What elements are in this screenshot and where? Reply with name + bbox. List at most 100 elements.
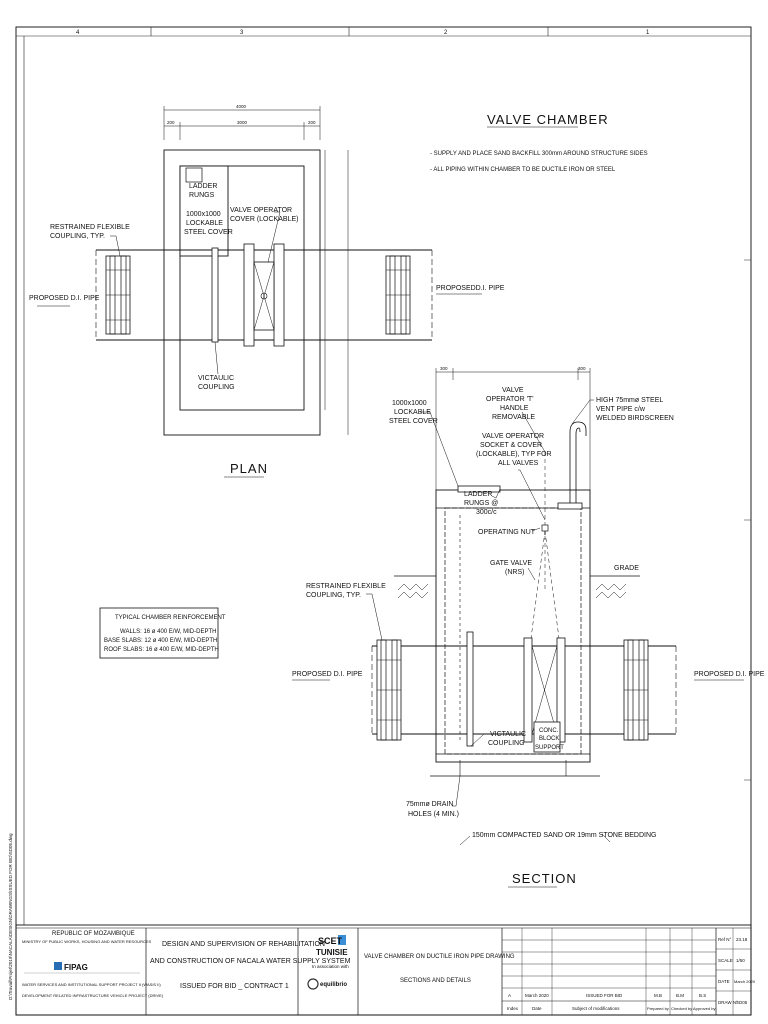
tb-rev-header: Approved by <box>693 1006 715 1011</box>
section-view <box>292 368 744 846</box>
tb-rev-index: A <box>508 993 511 998</box>
title-block <box>15 924 752 1016</box>
section-cover-label: STEEL COVER <box>389 418 438 425</box>
main-title: VALVE CHAMBER <box>487 112 609 127</box>
section-handle-label: OPERATOR 'T' <box>486 396 534 403</box>
plan-steel-cover <box>179 165 229 257</box>
section-gate-valve: GATE VALVE <box>490 560 532 567</box>
tb-right-key: DRAW N° <box>718 1000 738 1005</box>
tb-fipag-logo: FIPAG <box>64 963 88 972</box>
tb-rev-header: Subject of modifications <box>572 1006 620 1011</box>
tb-project-line: AND CONSTRUCTION OF NACALA WATER SUPPLY … <box>150 958 351 965</box>
reinforcement-row: ROOF SLABS: 16 ø 400 E/W, MID-DEPTH <box>104 647 219 653</box>
reinforcement-title: TYPICAL CHAMBER REINFORCEMENT <box>115 615 226 621</box>
plan-pipe-left: PROPOSED D.I. PIPE <box>29 295 100 302</box>
tb-rev-header: Index <box>507 1006 519 1011</box>
tb-consultant: In association with <box>312 964 349 969</box>
section-drain-label: HOLES (4 MIN.) <box>408 811 459 818</box>
section-outer-wall <box>435 489 591 763</box>
section-operating-nut: OPERATING NUT <box>478 529 536 536</box>
reinforcement-row: WALLS: 16 ø 400 E/W, MID-DEPTH <box>120 629 216 635</box>
section-dim-left: 300 <box>440 366 448 371</box>
section-pipe-left: PROPOSED D.I. PIPE <box>292 671 363 678</box>
tb-consultant: SCET <box>318 936 343 946</box>
section-grade: GRADE <box>614 565 639 572</box>
plan-dim-right: 200 <box>308 120 316 125</box>
section-cover-label: 1000x1000 <box>392 400 427 407</box>
tb-project-line: DESIGN AND SUPERVISION OF REHABILITATION <box>162 941 325 948</box>
section-block-label: SUPPORT <box>535 745 564 751</box>
plan-valve-cover-label: VALVE OPERATOR <box>230 207 292 214</box>
plan-pipe-right: PROPOSEDD.I. PIPE <box>436 285 505 292</box>
section-handle-label: REMOVABLE <box>492 414 535 421</box>
plan-inner-wall <box>179 165 305 411</box>
section-ladder-label: 300c/c <box>476 509 497 516</box>
tb-rev-approved: B.S <box>699 993 706 998</box>
plan-cover-label: STEEL COVER <box>184 229 233 236</box>
plan-ladder-label: LADDER <box>189 183 217 190</box>
tb-drawing-title: VALVE CHAMBER ON DUCTILE IRON PIPE DRAWI… <box>364 954 515 960</box>
section-handle-label: HANDLE <box>500 405 529 412</box>
section-drain-label: 75mmø DRAIN <box>406 801 453 808</box>
section-vent-label: VENT PIPE c/w <box>596 406 646 413</box>
plan-victaulic-label: VICTAULIC <box>198 375 234 382</box>
sheet-border <box>15 26 752 1016</box>
section-socket-label: ALL VALVES <box>498 460 539 467</box>
tb-rev-date: March 2020 <box>525 993 549 998</box>
section-socket-label: VALVE OPERATOR <box>482 433 544 440</box>
file-path: D:\Travail\Projet\2019\NACALA\DESIGN\DRA… <box>8 833 13 1000</box>
section-block-label: BLOCK <box>539 736 559 742</box>
tb-right-val: March 2020 <box>734 979 756 984</box>
plan-ladder-label: RUNGS <box>189 192 215 199</box>
plan-coupling-label: COUPLING, TYP. <box>50 233 105 240</box>
section-socket-label: (LOCKABLE), TYP FOR <box>476 451 552 458</box>
tb-rev-checked: B.M <box>676 993 684 998</box>
tb-right-val: 23.18 <box>736 937 748 942</box>
tb-rev-prepared: M.B <box>654 993 662 998</box>
section-coupling-label: RESTRAINED FLEXIBLE <box>306 583 386 590</box>
plan-dim-mid: 3000 <box>237 120 248 125</box>
section-vent-label: HIGH 75mmø STEEL <box>596 397 663 404</box>
border-col-label: 4 <box>76 30 80 36</box>
plan-dim-left: 200 <box>167 120 175 125</box>
border-col-label: 1 <box>646 30 650 36</box>
plan-title: PLAN <box>230 461 268 476</box>
border-col-label: 2 <box>444 30 448 36</box>
reinforcement-row: BASE SLABS: 12 ø 400 E/W, MID-DEPTH <box>104 638 217 644</box>
section-block-label: CONC. <box>539 728 559 734</box>
section-dim-right: 300 <box>578 366 586 371</box>
plan-dim-total: 4000 <box>236 104 247 109</box>
tb-org-line: REPUBLIC OF MOZAMBIQUE <box>52 931 135 937</box>
tb-rev-header: Checked by <box>671 1006 692 1011</box>
plan-valve-cover-label: COVER (LOCKABLE) <box>230 216 298 223</box>
tb-drawing-title: SECTIONS AND DETAILS <box>400 978 471 984</box>
tb-right-key: DATE <box>718 979 730 984</box>
tb-project-line: ISSUED FOR BID _ CONTRACT 1 <box>180 983 289 990</box>
section-title: SECTION <box>512 871 577 886</box>
plan-victaulic-label: COUPLING <box>198 384 235 391</box>
section-socket-label: SOCKET & COVER <box>480 442 542 449</box>
plan-cover-label: LOCKABLE <box>186 220 223 227</box>
tb-right-val: 1/50 <box>736 958 745 963</box>
section-coupling-label: COUPLING, TYP. <box>306 592 361 599</box>
tb-consultant: equilibrio <box>320 982 347 988</box>
tb-org-line: MINISTRY OF PUBLIC WORKS, HOUSING AND WA… <box>22 939 152 944</box>
section-victaulic-label: COUPLING <box>488 740 525 747</box>
section-bedding-label: 150mm COMPACTED SAND OR 19mm STONE BEDDI… <box>472 832 657 839</box>
border-col-label: 3 <box>240 30 244 36</box>
tb-fipag-line: DEVELOPMENT RELATED INFRASTRUCTURE VEHIC… <box>22 993 164 998</box>
tb-fipag-line: WATER SERVICES AND INSTITUTIONAL SUPPORT… <box>22 982 161 987</box>
section-victaulic-label: VICTAULIC <box>490 731 526 738</box>
section-ladder-label: LADDER <box>464 491 492 498</box>
section-cover-label: LOCKABLE <box>394 409 431 416</box>
section-ladder-label: RUNGS @ <box>464 500 498 507</box>
plan-coupling-label: RESTRAINED FLEXIBLE <box>50 224 130 231</box>
tb-rev-subject: ISSUED FOR BID <box>586 993 623 998</box>
tb-rev-header: Date <box>532 1006 542 1011</box>
tb-rev-header: Prepared by <box>647 1006 669 1011</box>
plan-view: 4000 200 3000 200 <box>37 104 482 436</box>
section-handle-label: VALVE <box>502 387 524 394</box>
tb-right-val: SD05 <box>736 1000 748 1005</box>
tb-right-key: SCALE <box>718 958 733 963</box>
